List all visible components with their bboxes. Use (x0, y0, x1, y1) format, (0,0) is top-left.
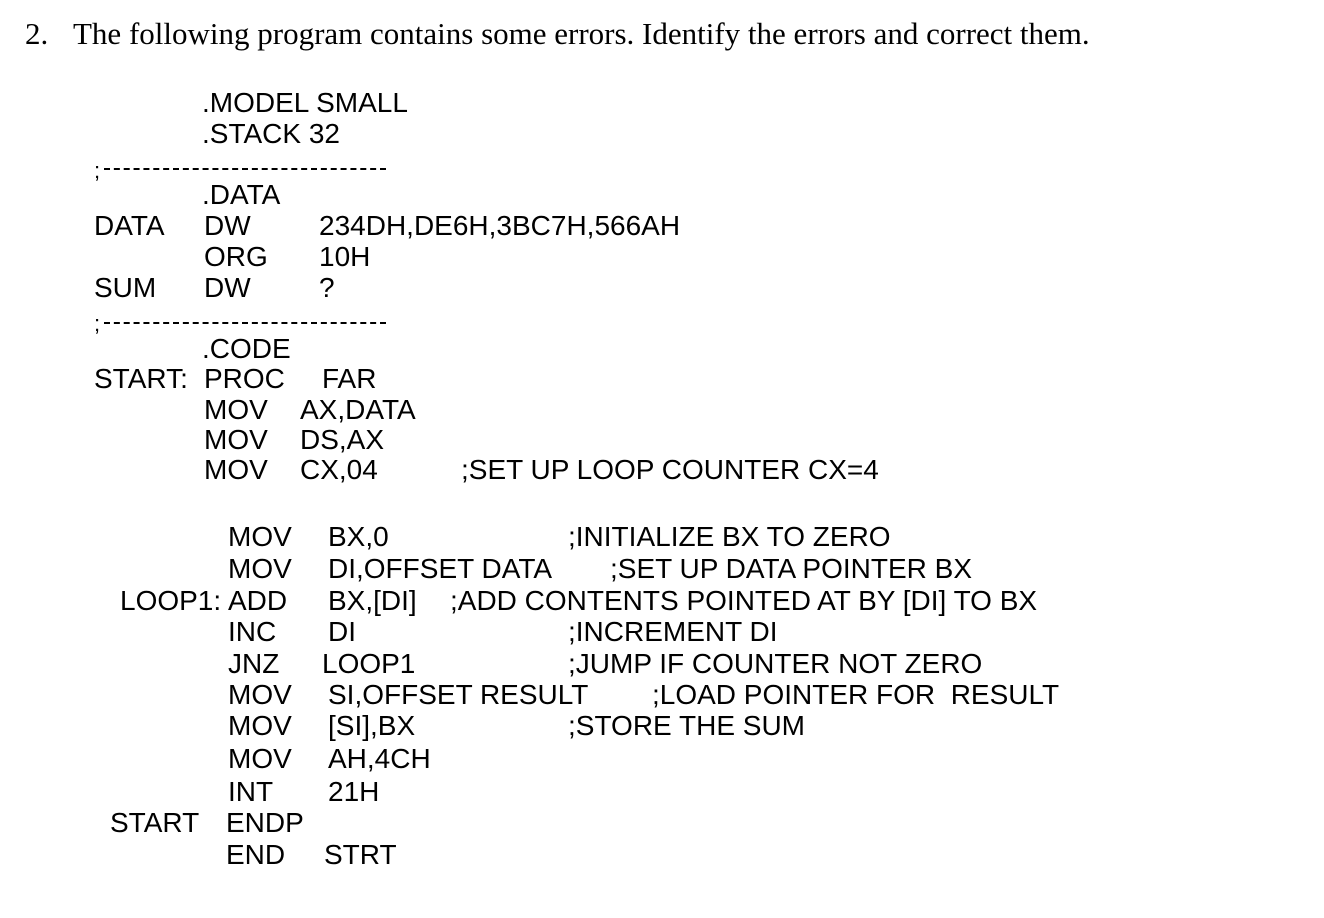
question-heading: 2. The following program contains some er… (25, 14, 1090, 54)
instruction-op: MOV (228, 521, 292, 552)
instruction-op: ENDP (226, 807, 304, 838)
instruction-operand: DS,AX (300, 424, 385, 455)
instruction-op: JNZ (228, 648, 280, 679)
instruction-operand: CX,04 (300, 454, 378, 485)
org-op: ORG (204, 241, 268, 272)
instruction-comment: ;SET UP LOOP COUNTER CX=4 (461, 454, 879, 485)
instruction-operand: BX,0 (328, 521, 389, 552)
instruction-op: INC (228, 616, 277, 647)
data-operand: 234DH,DE6H,3BC7H,566AH (319, 210, 681, 241)
data-op: DW (204, 210, 251, 241)
instruction-operand: AH,4CH (328, 743, 431, 774)
model-directive: .MODEL SMALL (202, 87, 408, 118)
instruction-operand: STRT (324, 839, 397, 870)
instruction-operand: SI,OFFSET RESULT (328, 679, 589, 710)
instruction-op: INT (228, 776, 274, 807)
instruction-operand: DI (328, 616, 356, 647)
sum-label: SUM (94, 272, 157, 303)
instruction-op: MOV (204, 394, 268, 425)
instruction-comment: ;LOAD POINTER FOR RESULT (652, 679, 1060, 710)
instruction-comment: ;ADD CONTENTS POINTED AT BY [DI] TO BX (450, 585, 1038, 616)
org-operand: 10H (319, 241, 371, 272)
instruction-operand: [SI],BX (328, 710, 416, 741)
separator-line (104, 168, 386, 170)
instruction-comment: ;SET UP DATA POINTER BX (610, 553, 973, 584)
separator-semicolon: ; (94, 311, 101, 336)
instruction-op: MOV (228, 710, 292, 741)
instruction-operand: 21H (328, 776, 380, 807)
proc-operand: FAR (322, 363, 377, 394)
endp-label: START (110, 807, 200, 838)
instruction-operand: BX,[DI] (328, 585, 417, 616)
loop-label: LOOP1: (120, 585, 222, 616)
instruction-op: ADD (228, 585, 288, 616)
instruction-op: MOV (204, 454, 268, 485)
instruction-op: MOV (204, 424, 268, 455)
sum-operand: ? (319, 272, 335, 303)
code-directive: .CODE (202, 333, 291, 364)
proc-label: START: (94, 363, 188, 394)
proc-op: PROC (204, 363, 285, 394)
data-directive: .DATA (202, 179, 281, 210)
separator-line (104, 322, 386, 324)
instruction-comment: ;STORE THE SUM (568, 710, 806, 741)
sum-op: DW (204, 272, 251, 303)
instruction-operand: LOOP1 (322, 648, 416, 679)
stack-directive: .STACK 32 (202, 118, 340, 149)
instruction-comment: ;JUMP IF COUNTER NOT ZERO (568, 648, 983, 679)
data-label: DATA (94, 210, 165, 241)
instruction-op: MOV (228, 743, 292, 774)
instruction-op: MOV (228, 553, 292, 584)
instruction-operand: DI,OFFSET DATA (328, 553, 553, 584)
instruction-comment: ;INCREMENT DI (568, 616, 778, 647)
instruction-op: END (226, 839, 286, 870)
question-number: 2. (25, 16, 49, 51)
instruction-op: MOV (228, 679, 292, 710)
question-text: The following program contains some erro… (73, 16, 1090, 51)
separator-semicolon: ; (94, 158, 101, 183)
instruction-operand: AX,DATA (300, 394, 416, 425)
instruction-comment: ;INITIALIZE BX TO ZERO (568, 521, 891, 552)
